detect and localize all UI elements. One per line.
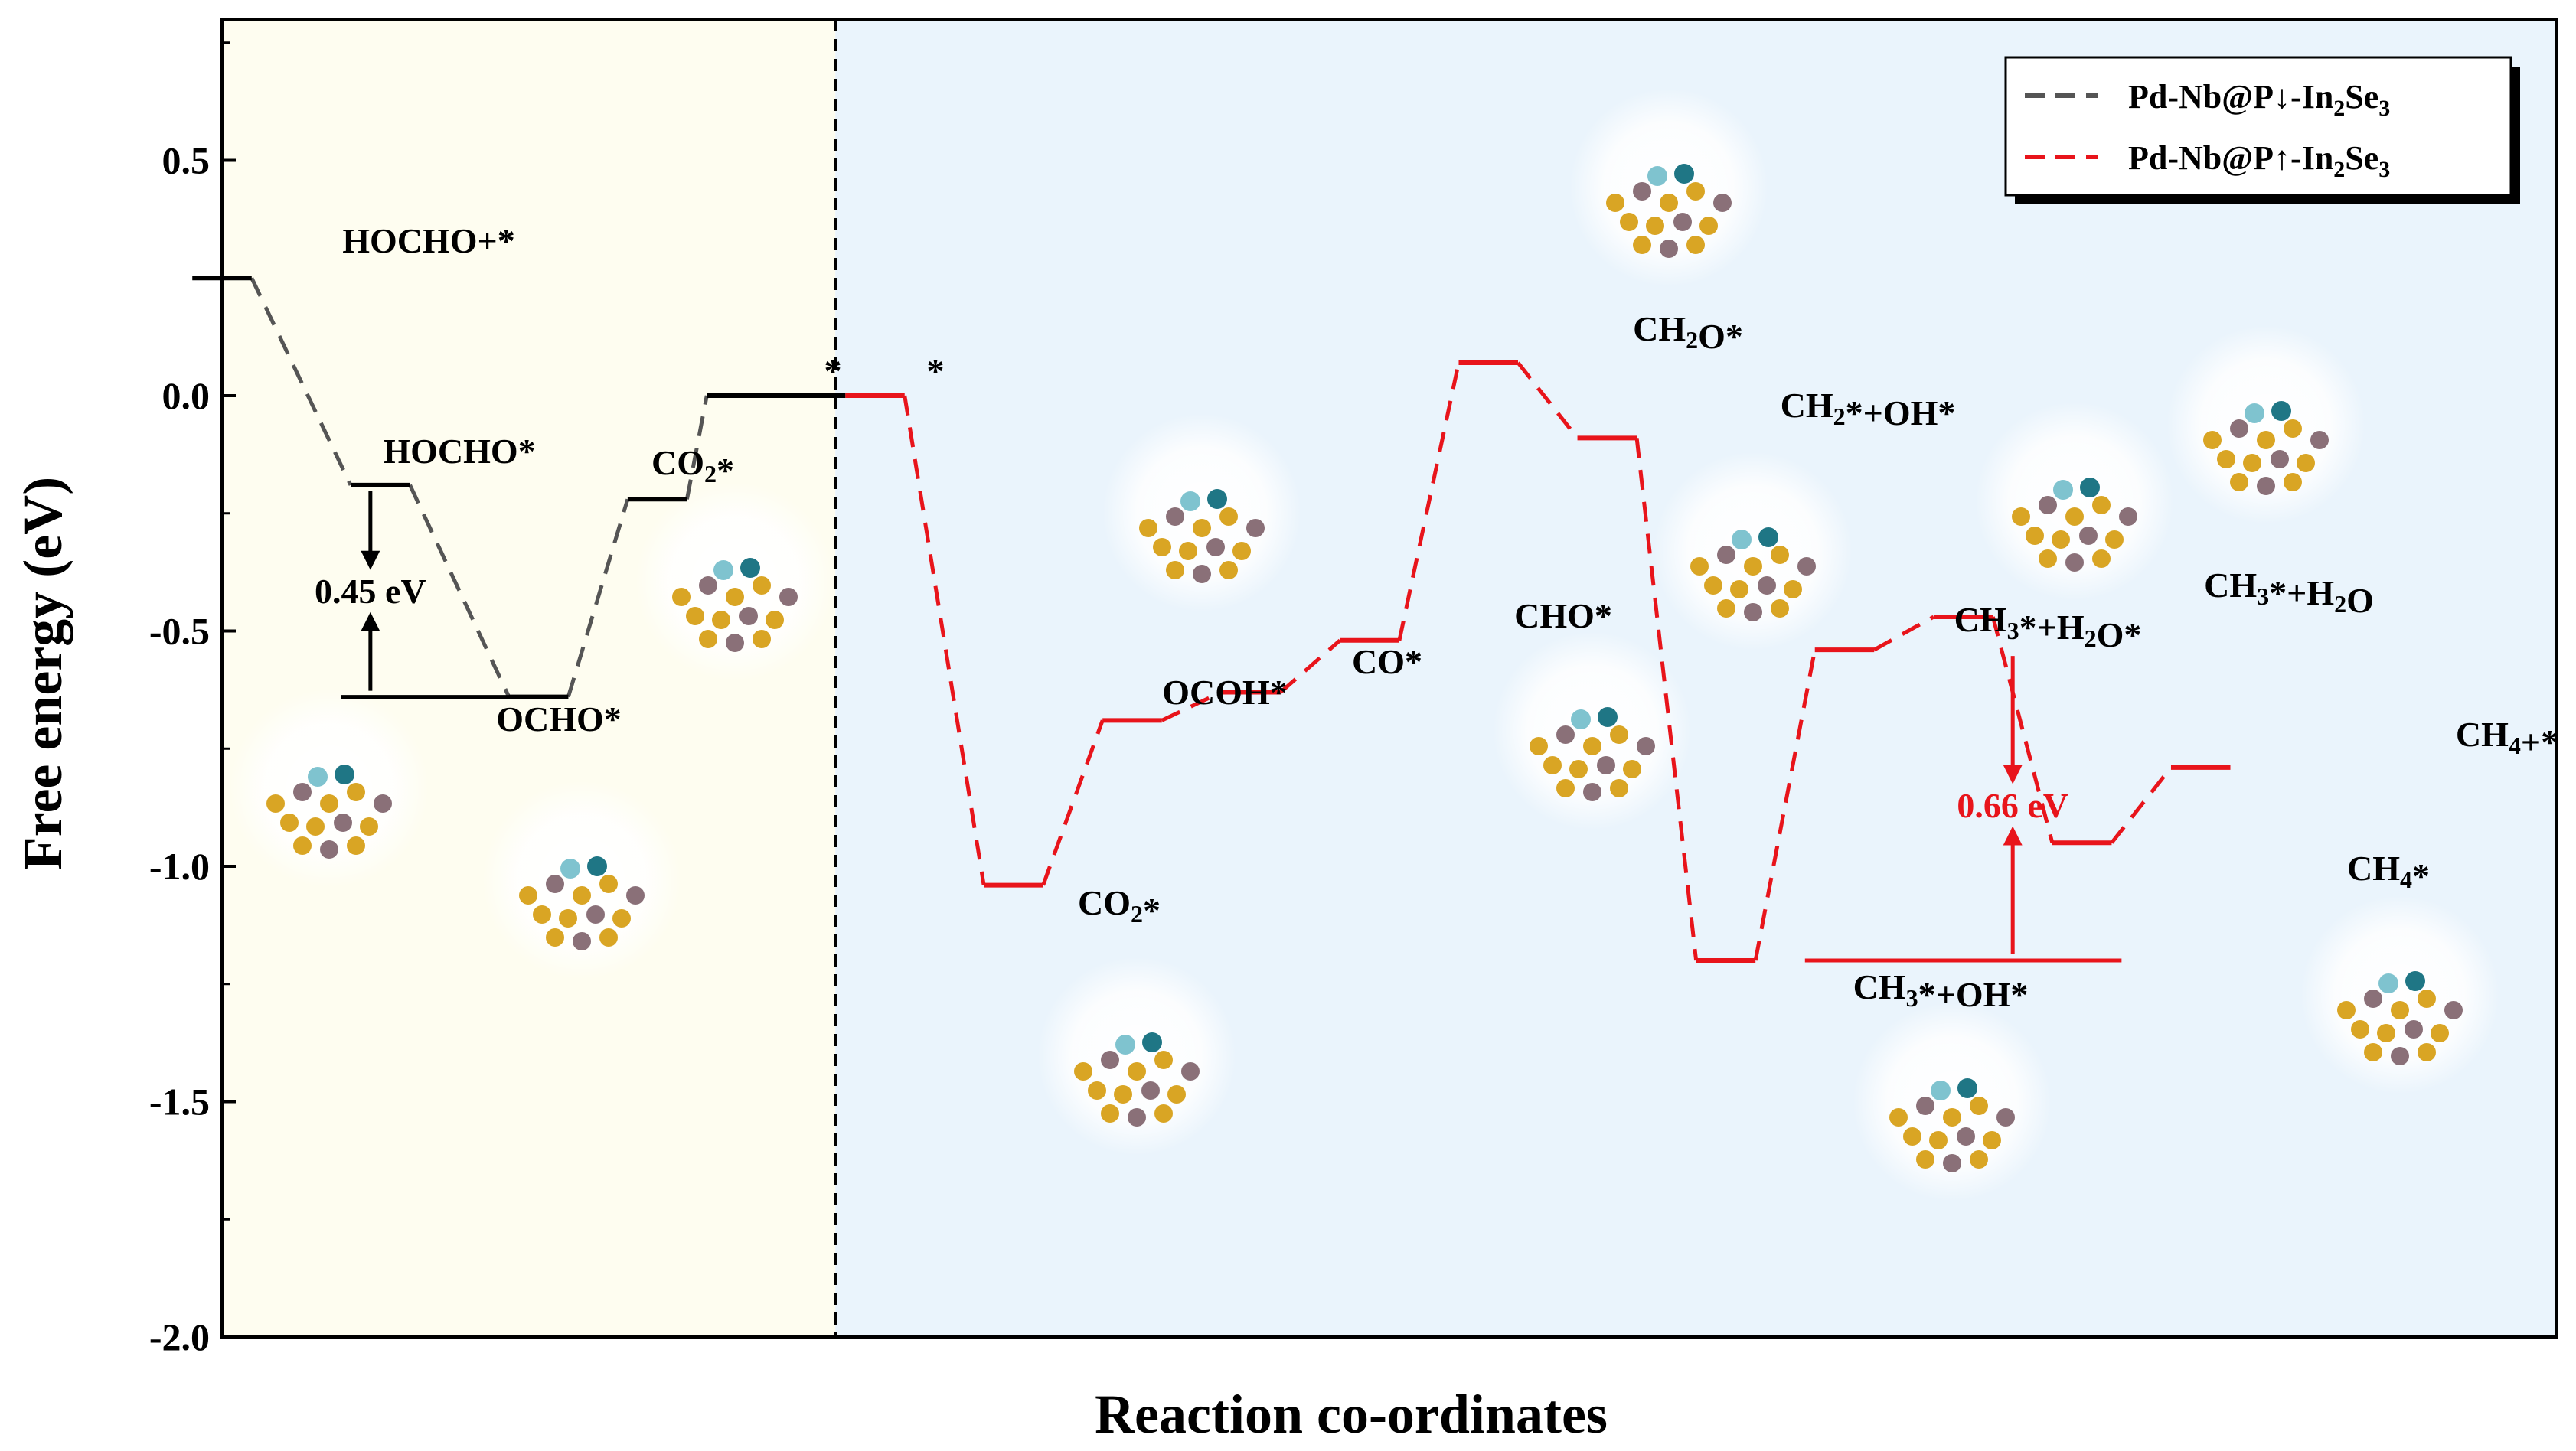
- connector-2-3: [1279, 638, 1342, 694]
- y-tick-label-5: -2.0: [149, 1316, 210, 1358]
- state-label-2: OCHO*: [496, 699, 622, 739]
- connector-1-1: [408, 484, 511, 698]
- y-axis-title: Free energy (eV): [12, 477, 73, 870]
- connector-2-7: [1753, 649, 1817, 961]
- structure-image-6: [1654, 452, 1853, 651]
- state-label-1: HOCHO*: [383, 432, 535, 471]
- connector-2-4: [1397, 362, 1461, 641]
- structure-image-11: [2300, 895, 2499, 1094]
- y-tick-label-2: -0.5: [149, 610, 210, 653]
- axes: 0.5 0.0 -0.5 -1.0 -1.5 -2.0: [149, 18, 2558, 1358]
- state-label-15: CH4*: [2347, 849, 2430, 895]
- state-label-13: CH3*+H2O*: [1954, 600, 2142, 654]
- legend-label-0: Pd-Nb@P↓-In2Se3: [2128, 78, 2390, 121]
- connector-2-9: [1990, 616, 2055, 843]
- connector-1-3: [684, 395, 709, 500]
- state-label-16: CH4+*: [2456, 715, 2558, 761]
- structure-image-0: [230, 689, 429, 888]
- connector-1-0: [250, 277, 353, 486]
- state-label-6: CO2*: [1078, 883, 1161, 930]
- x-axis-title: Reaction co-ordinates: [1095, 1384, 1608, 1445]
- state-label-9: CHO*: [1514, 596, 1612, 635]
- state-label-12: CH3*+OH*: [1853, 967, 2029, 1014]
- barrier-annotations: 0.45 eV 0.66 eV: [315, 491, 2122, 963]
- connector-1-2: [566, 498, 630, 698]
- y-tick-label-4: -1.5: [149, 1081, 210, 1123]
- legend-box: [2004, 56, 2512, 197]
- state-labels: HOCHO+* HOCHO* OCHO* CO2* * * CO2* OCOH* CO* CHO*…: [342, 221, 2558, 1014]
- connector-2-5: [1517, 361, 1579, 439]
- state-label-8: CO*: [1352, 642, 1422, 681]
- state-label-11: CH2*+OH*: [1781, 386, 1956, 432]
- connector-2-2: [1161, 690, 1223, 722]
- structure-image-10: [1853, 1003, 2052, 1202]
- y-tick-label-1: 0.0: [162, 374, 211, 417]
- state-label-5: *: [927, 351, 945, 390]
- connector-2-8: [1873, 615, 1935, 652]
- structure-image-3: [1102, 413, 1301, 612]
- y-tick-label-3: -1.0: [149, 845, 210, 888]
- state-label-10: CH2O*: [1633, 309, 1743, 356]
- structure-image-1: [482, 781, 681, 980]
- state-label-4: *: [824, 351, 842, 390]
- structure-image-5: [1493, 631, 1692, 830]
- connector-2-1: [1041, 719, 1105, 886]
- connector-2-10: [2110, 766, 2173, 844]
- state-label-0: HOCHO+*: [342, 221, 515, 260]
- barrier-label-0: 0.45 eV: [315, 572, 426, 611]
- structure-image-8: [1975, 402, 2174, 601]
- state-label-3: CO2*: [651, 443, 734, 490]
- state-label-7: OCOH*: [1162, 673, 1288, 712]
- structure-image-7: [1569, 88, 1768, 287]
- structure-image-2: [635, 482, 834, 681]
- connector-2-6: [1634, 438, 1699, 961]
- structure-image-9: [2166, 325, 2365, 524]
- pathway-connectors: [250, 277, 2173, 961]
- legend-label-1: Pd-Nb@P↑-In2Se3: [2128, 139, 2390, 182]
- state-label-14: CH3*+H2O: [2204, 566, 2374, 620]
- barrier-label-1: 0.66 eV: [1957, 786, 2068, 825]
- structure-image-4: [1037, 957, 1236, 1156]
- y-tick-label-0: 0.5: [162, 139, 211, 182]
- connector-2-0: [903, 395, 986, 885]
- energy-levels: [192, 276, 2231, 963]
- plot-frame: [220, 18, 2558, 1339]
- structure-images: [230, 88, 2499, 1202]
